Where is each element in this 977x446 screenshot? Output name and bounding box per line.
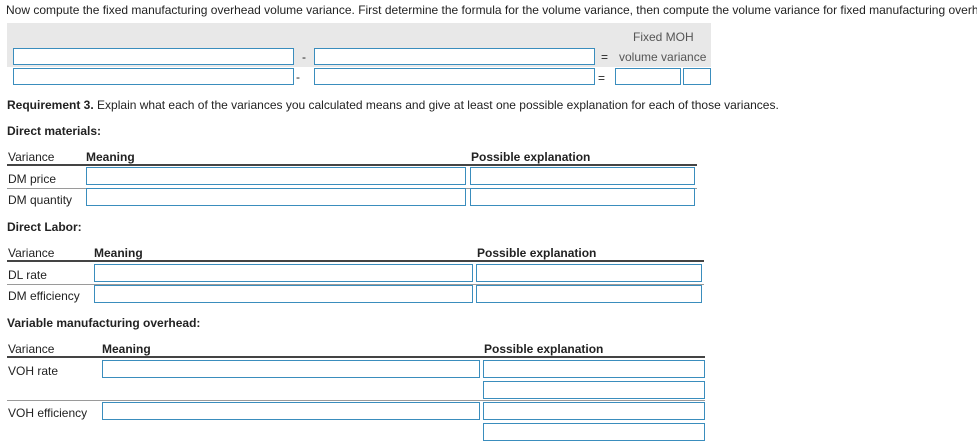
- header-explanation-dm: Possible explanation: [471, 150, 591, 164]
- requirement-line: Requirement 3. Explain what each of the …: [7, 98, 779, 112]
- explanation-input-dm-quantity[interactable]: [470, 188, 695, 206]
- row-divider-dl: [7, 284, 704, 285]
- row-label-dl-rate: DL rate: [8, 268, 47, 282]
- section-title-variable-moh: Variable manufacturing overhead:: [7, 316, 201, 330]
- section-title-direct-materials: Direct materials:: [7, 124, 102, 138]
- header-meaning-dl: Meaning: [94, 246, 143, 260]
- formula-term2-label-input[interactable]: [314, 48, 595, 65]
- row-label-dm-price: DM price: [8, 172, 57, 186]
- volume-variance-amount-input[interactable]: [615, 68, 681, 85]
- header-rule-dm: [7, 164, 697, 166]
- meaning-input-dm-quantity[interactable]: [86, 188, 466, 206]
- meaning-input-voh-rate[interactable]: [102, 360, 480, 378]
- header-meaning-voh: Meaning: [102, 342, 151, 356]
- meaning-input-dl-efficiency[interactable]: [94, 285, 473, 303]
- row-label-dm-quantity: DM quantity: [8, 193, 73, 207]
- header-explanation-dl: Possible explanation: [477, 246, 597, 260]
- explanation-input-voh-rate-2[interactable]: [483, 381, 705, 399]
- explanation-input-dl-rate[interactable]: [476, 264, 702, 282]
- row-label-dm-efficiency: DM efficiency: [8, 289, 80, 303]
- header-meaning-dm: Meaning: [86, 150, 135, 164]
- formula-term2-value-input[interactable]: [314, 68, 595, 85]
- requirement-label: Requirement 3.: [7, 98, 94, 112]
- equals-symbol: =: [601, 50, 609, 64]
- explanation-input-voh-efficiency-1[interactable]: [483, 402, 705, 420]
- header-variance-dl: Variance: [8, 246, 55, 260]
- formula-term1-value-input[interactable]: [13, 68, 294, 85]
- requirement-text: Explain what each of the variances you c…: [97, 98, 779, 112]
- header-rule-voh: [7, 356, 705, 358]
- meaning-input-dm-price[interactable]: [86, 167, 466, 185]
- header-variance-voh: Variance: [8, 342, 55, 356]
- header-explanation-voh: Possible explanation: [484, 342, 604, 356]
- explanation-input-voh-efficiency-2[interactable]: [483, 423, 705, 441]
- minus-symbol-value: -: [296, 70, 300, 84]
- minus-symbol: -: [302, 50, 306, 64]
- header-rule-dl: [7, 260, 704, 262]
- explanation-input-dl-efficiency[interactable]: [476, 285, 702, 303]
- volume-variance-fu-select[interactable]: [683, 68, 711, 85]
- result-header-line1: Fixed MOH: [633, 30, 694, 44]
- meaning-input-dl-rate[interactable]: [94, 264, 473, 282]
- row-divider-voh: [7, 400, 705, 401]
- meaning-input-voh-efficiency[interactable]: [102, 402, 480, 420]
- explanation-input-voh-rate-1[interactable]: [483, 360, 705, 378]
- row-label-voh-efficiency: VOH efficiency: [8, 406, 88, 420]
- section-title-direct-labor: Direct Labor:: [7, 220, 82, 234]
- result-header-line2: volume variance: [619, 50, 707, 64]
- header-variance-dm: Variance: [8, 150, 55, 164]
- formula-term1-label-input[interactable]: [13, 48, 294, 65]
- instruction-text: Now compute the fixed manufacturing over…: [6, 3, 977, 17]
- row-label-voh-rate: VOH rate: [8, 364, 59, 378]
- equals-symbol-value: =: [598, 71, 606, 85]
- explanation-input-dm-price[interactable]: [470, 167, 695, 185]
